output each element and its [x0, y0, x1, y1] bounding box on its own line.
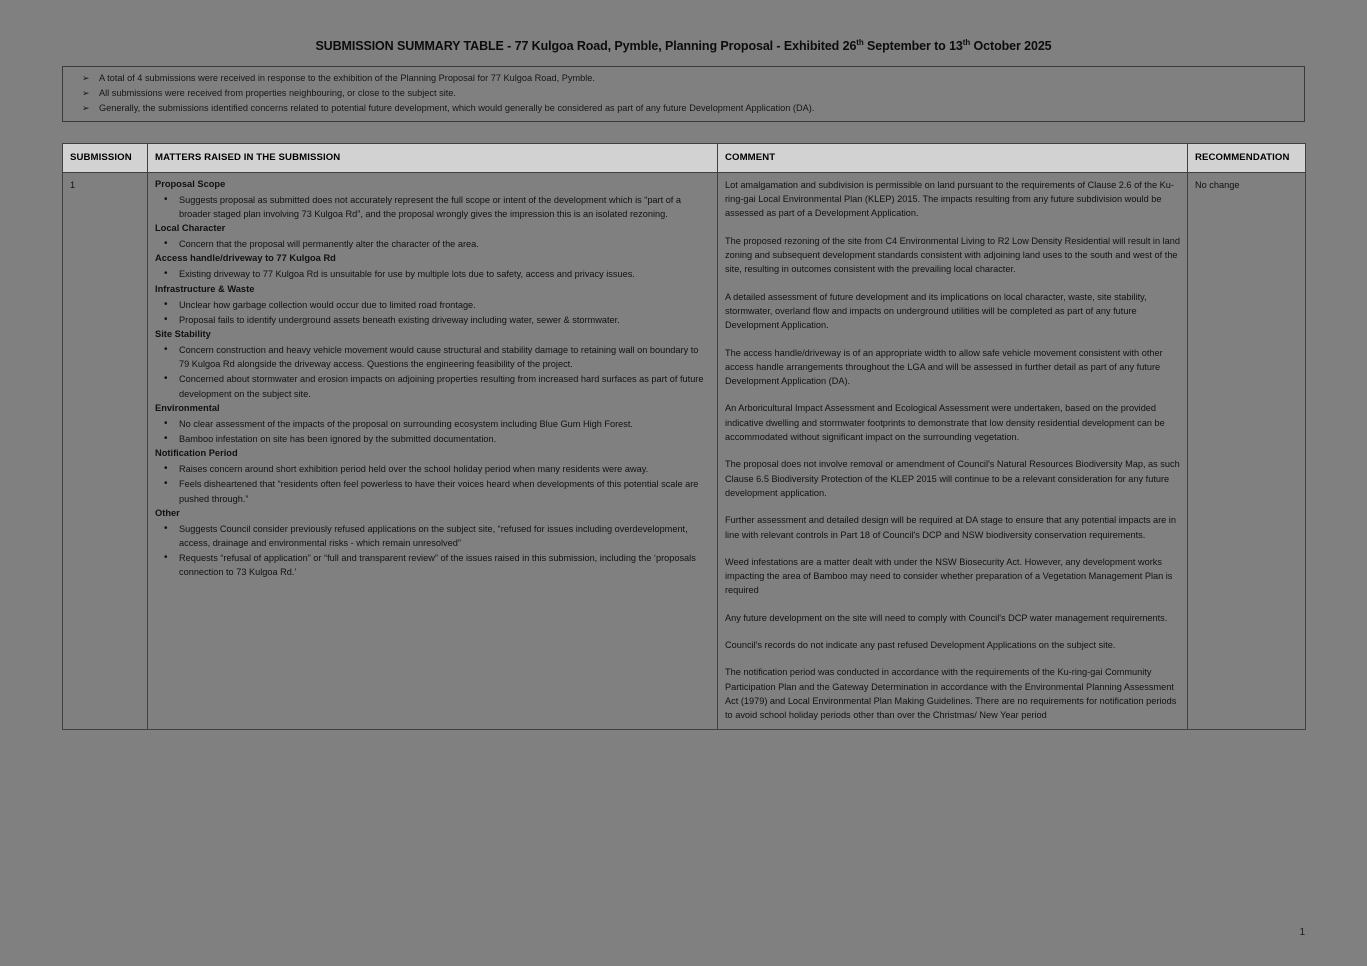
matters-bullet-list: No clear assessment of the impacts of th…: [155, 416, 710, 447]
matters-bullet-list: Concern that the proposal will permanent…: [155, 236, 710, 252]
intro-item: ➢ A total of 4 submissions were received…: [69, 71, 1298, 86]
page-title-rest: - 77 Kulgoa Road, Pymble, Planning Propo…: [503, 39, 857, 54]
matters-bullet-item: Concern construction and heavy vehicle m…: [155, 342, 710, 371]
page-number: 1: [1299, 927, 1305, 938]
matters-bullet-item: Proposal fails to identify underground a…: [155, 312, 710, 328]
arrow-bullet-icon: ➢: [82, 73, 90, 84]
comment-paragraph: The access handle/driveway is of an appr…: [725, 347, 1163, 387]
matters-group-heading: Access handle/driveway to 77 Kulgoa Rd: [155, 253, 336, 264]
matters-bullet-list: Suggests Council consider previously ref…: [155, 521, 710, 580]
matters-group-heading: Other: [155, 507, 180, 518]
comment-paragraph: Any future development on the site will …: [725, 612, 1168, 623]
comment-paragraph: Council's records do not indicate any pa…: [725, 640, 1116, 650]
page-title-main: SUBMISSION SUMMARY TABLE: [315, 39, 504, 54]
page-title-sup-2: th: [962, 38, 971, 47]
column-header-recommendation: RECOMMENDATION: [1187, 142, 1306, 173]
matters-bullet-item: Requests “refusal of application” or “fu…: [155, 550, 710, 579]
matters-bullet-list: Existing driveway to 77 Kulgoa Rd is uns…: [155, 266, 710, 282]
matters-bullet-item: Concerned about stormwater and erosion i…: [155, 371, 710, 400]
page-title-sup-1: th: [856, 38, 864, 47]
matters-group-heading: Environmental: [155, 402, 220, 413]
intro-item-text: Generally, the submissions identified co…: [99, 102, 815, 113]
matters-bullet-item: Concern that the proposal will permanent…: [155, 236, 710, 252]
matters-bullet-item: Bamboo infestation on site has been igno…: [155, 431, 710, 447]
submission-summary-table: SUBMISSION MATTERS RAISED IN THE SUBMISS…: [62, 142, 1306, 731]
matters-group-heading: Site Stability: [155, 328, 211, 339]
page-title: SUBMISSION SUMMARY TABLE - 77 Kulgoa Roa…: [62, 38, 1305, 54]
cell-matters-raised: Proposal ScopeSuggests proposal as submi…: [147, 171, 718, 731]
matters-group-heading: Local Character: [155, 223, 226, 234]
matters-bullet-list: Concern construction and heavy vehicle m…: [155, 342, 710, 401]
matters-bullet-list: Suggests proposal as submitted does not …: [155, 192, 710, 221]
intro-item: ➢ All submissions were received from pro…: [69, 86, 1298, 101]
matters-bullet-list: Raises concern around short exhibition p…: [155, 461, 710, 506]
arrow-bullet-icon: ➢: [82, 102, 90, 113]
comment-paragraph: A detailed assessment of future developm…: [725, 291, 1147, 331]
cell-recommendation: No change: [1187, 171, 1306, 731]
arrow-bullet-icon: ➢: [82, 88, 90, 99]
matters-group-heading: Proposal Scope: [155, 178, 226, 189]
cell-submission-number: 1: [62, 171, 148, 731]
intro-summary-box: ➢ A total of 4 submissions were received…: [62, 66, 1305, 122]
table-row: 1 Proposal ScopeSuggests proposal as sub…: [62, 171, 1306, 731]
comment-paragraph: Further assessment and detailed design w…: [725, 515, 1176, 540]
intro-item: ➢ Generally, the submissions identified …: [69, 101, 1298, 116]
matters-bullet-item: Feels disheartened that “residents often…: [155, 476, 710, 505]
page-title-mid: September to 13: [863, 39, 963, 54]
matters-bullet-item: Suggests Council consider previously ref…: [155, 521, 710, 550]
comment-paragraph: Weed infestations are a matter dealt wit…: [725, 556, 1173, 596]
comment-paragraph: The notification period was conducted in…: [725, 667, 1177, 721]
column-header-comment: COMMENT: [717, 142, 1188, 173]
matters-bullet-item: Suggests proposal as submitted does not …: [155, 192, 710, 221]
matters-bullet-item: Raises concern around short exhibition p…: [155, 461, 710, 477]
table-header-row: SUBMISSION MATTERS RAISED IN THE SUBMISS…: [62, 142, 1306, 173]
comment-paragraph: An Arboricultural Impact Assessment and …: [725, 403, 1165, 443]
column-header-submission: SUBMISSION: [62, 142, 148, 173]
matters-bullet-item: Existing driveway to 77 Kulgoa Rd is uns…: [155, 266, 710, 282]
matters-bullet-item: No clear assessment of the impacts of th…: [155, 416, 710, 432]
column-header-matters: MATTERS RAISED IN THE SUBMISSION: [147, 142, 718, 173]
table-body: 1 Proposal ScopeSuggests proposal as sub…: [62, 171, 1306, 731]
comment-paragraph: The proposed rezoning of the site from C…: [725, 235, 1181, 275]
table-header: SUBMISSION MATTERS RAISED IN THE SUBMISS…: [62, 142, 1306, 173]
matters-group-heading: Infrastructure & Waste: [155, 283, 255, 294]
page-title-end: October 2025: [970, 39, 1052, 54]
matters-bullet-list: Unclear how garbage collection would occ…: [155, 296, 710, 328]
intro-item-text: All submissions were received from prope…: [99, 88, 456, 99]
cell-comment: Lot amalgamation and subdivision is perm…: [717, 171, 1188, 731]
matters-bullet-item: Unclear how garbage collection would occ…: [155, 296, 710, 312]
comment-paragraph: Lot amalgamation and subdivision is perm…: [725, 179, 1174, 219]
matters-group-heading: Notification Period: [155, 448, 238, 459]
comment-paragraph: The proposal does not involve removal or…: [725, 459, 1180, 498]
intro-item-text: A total of 4 submissions were received i…: [99, 73, 595, 84]
